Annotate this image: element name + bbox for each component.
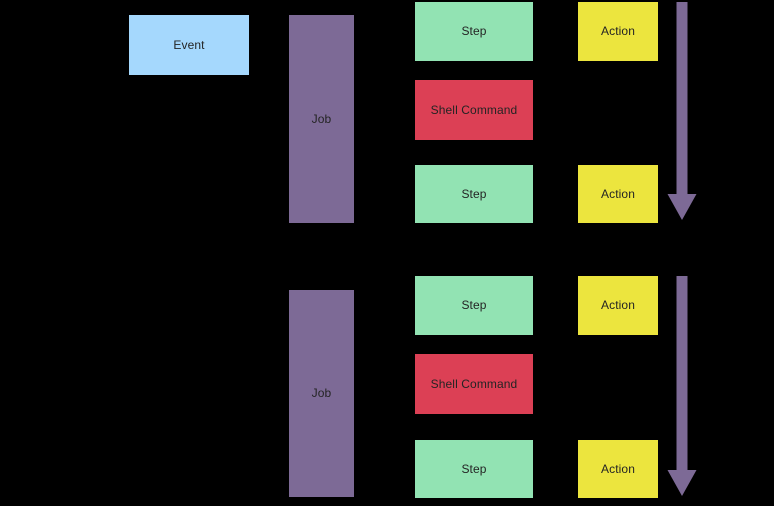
node-action-1: Action xyxy=(578,2,658,61)
node-step-3: Step xyxy=(415,276,533,335)
node-shell-2: Shell Command xyxy=(415,354,533,414)
node-job-1: Job xyxy=(289,15,354,223)
node-step-1: Step xyxy=(415,2,533,61)
arrow-down-icon-1 xyxy=(666,2,698,220)
node-shell-1: Shell Command xyxy=(415,80,533,140)
node-event: Event xyxy=(129,15,249,75)
node-action-3: Action xyxy=(578,276,658,335)
node-step-2: Step xyxy=(415,165,533,223)
node-action-2: Action xyxy=(578,165,658,223)
arrow-down-icon-2 xyxy=(666,276,698,496)
node-job-2: Job xyxy=(289,290,354,497)
node-action-4: Action xyxy=(578,440,658,498)
node-step-4: Step xyxy=(415,440,533,498)
